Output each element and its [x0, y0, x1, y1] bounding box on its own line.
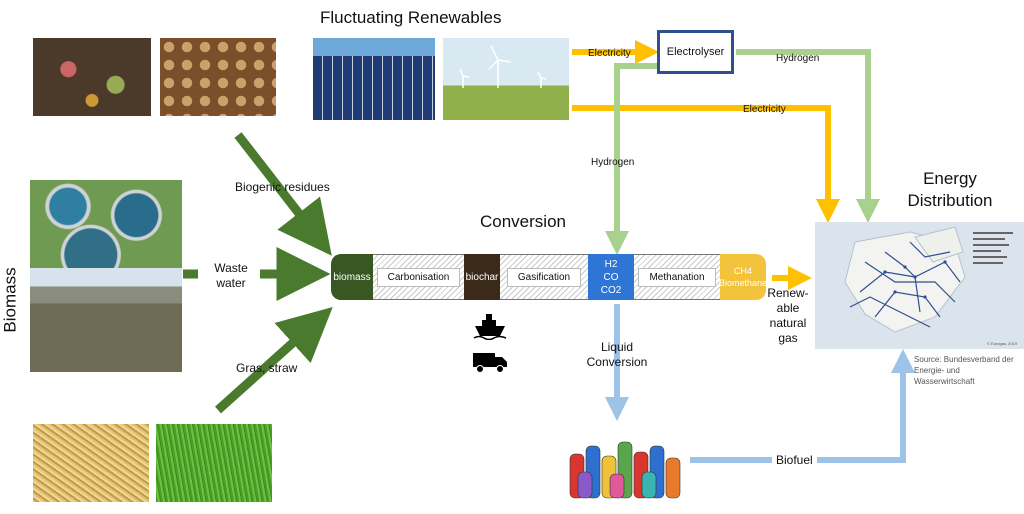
biochar-segment: biochar — [464, 254, 500, 300]
electricity-label-long: Electricity — [743, 104, 786, 115]
energy-distribution-title: Energy Distribution — [907, 169, 993, 210]
biogenic-residues-arrow — [234, 132, 332, 256]
wind-turbine-icon — [459, 45, 547, 88]
gasification-label: Gasification — [506, 267, 582, 287]
map-source-note: Source: Bundesverband der Energie- und W… — [914, 355, 1014, 386]
hydrogen-flows — [605, 49, 880, 255]
gras-straw-arrow — [214, 306, 333, 414]
carbonisation-segment: Carbonisation — [373, 254, 464, 300]
renewable-natural-gas-label: Renew- able natural gas — [767, 286, 809, 345]
electrolyser-box: Electrolyser — [657, 30, 734, 74]
hydrogen-label-right: Hydrogen — [776, 53, 820, 64]
waste-water-label: Waste water — [214, 261, 248, 290]
h2-label: H2 — [604, 258, 618, 270]
electricity-flows — [572, 40, 840, 290]
solar-panels-photo — [313, 38, 435, 120]
gas-network-map: © Eurogas, 2019 — [815, 222, 1024, 349]
hydrogen-label-down: Hydrogen — [591, 157, 635, 168]
gasification-segment: Gasification — [500, 254, 588, 300]
grass-photo — [156, 424, 272, 502]
wind-turbines-photo — [443, 38, 569, 120]
map-copyright: © Eurogas, 2019 — [987, 341, 1018, 346]
biomass-segment: biomass — [331, 254, 373, 300]
treatment-plant-photo — [30, 180, 182, 268]
electricity-label-top: Electricity — [588, 48, 631, 59]
biofuel-label: Biofuel — [772, 453, 817, 468]
biogenic-residues-label: Biogenic residues — [235, 180, 330, 194]
co-label: CO — [603, 271, 619, 283]
gras-straw-label: Gras, straw — [236, 361, 298, 375]
carbonisation-label: Carbonisation — [376, 267, 461, 287]
straw-photo — [33, 424, 149, 502]
conversion-title: Conversion — [480, 212, 566, 231]
firewood-photo — [160, 38, 276, 116]
biomethane-segment: CH4 Biomethane — [718, 254, 768, 300]
liquid-conversion-label: Liquid Conversion — [586, 340, 648, 369]
co2-label: CO2 — [600, 284, 622, 296]
biomass-input-arrows — [183, 132, 333, 414]
waste-water-pipe-photo — [30, 268, 182, 372]
biomethane-label: Biomethane — [718, 278, 768, 288]
gas-cylinders-illustration — [569, 441, 681, 499]
truck-icon — [473, 353, 507, 373]
methanation-segment: Methanation — [634, 254, 720, 300]
ch4-label: CH4 — [733, 266, 752, 276]
ship-icon — [473, 314, 507, 340]
biomass-side-title: Biomass — [0, 267, 20, 333]
methanation-label: Methanation — [638, 267, 716, 287]
syngas-segment: H2 CO CO2 — [588, 254, 634, 300]
food-waste-photo — [33, 38, 151, 116]
liquid-flows — [605, 304, 915, 463]
fluctuating-renewables-title: Fluctuating Renewables — [320, 8, 502, 27]
